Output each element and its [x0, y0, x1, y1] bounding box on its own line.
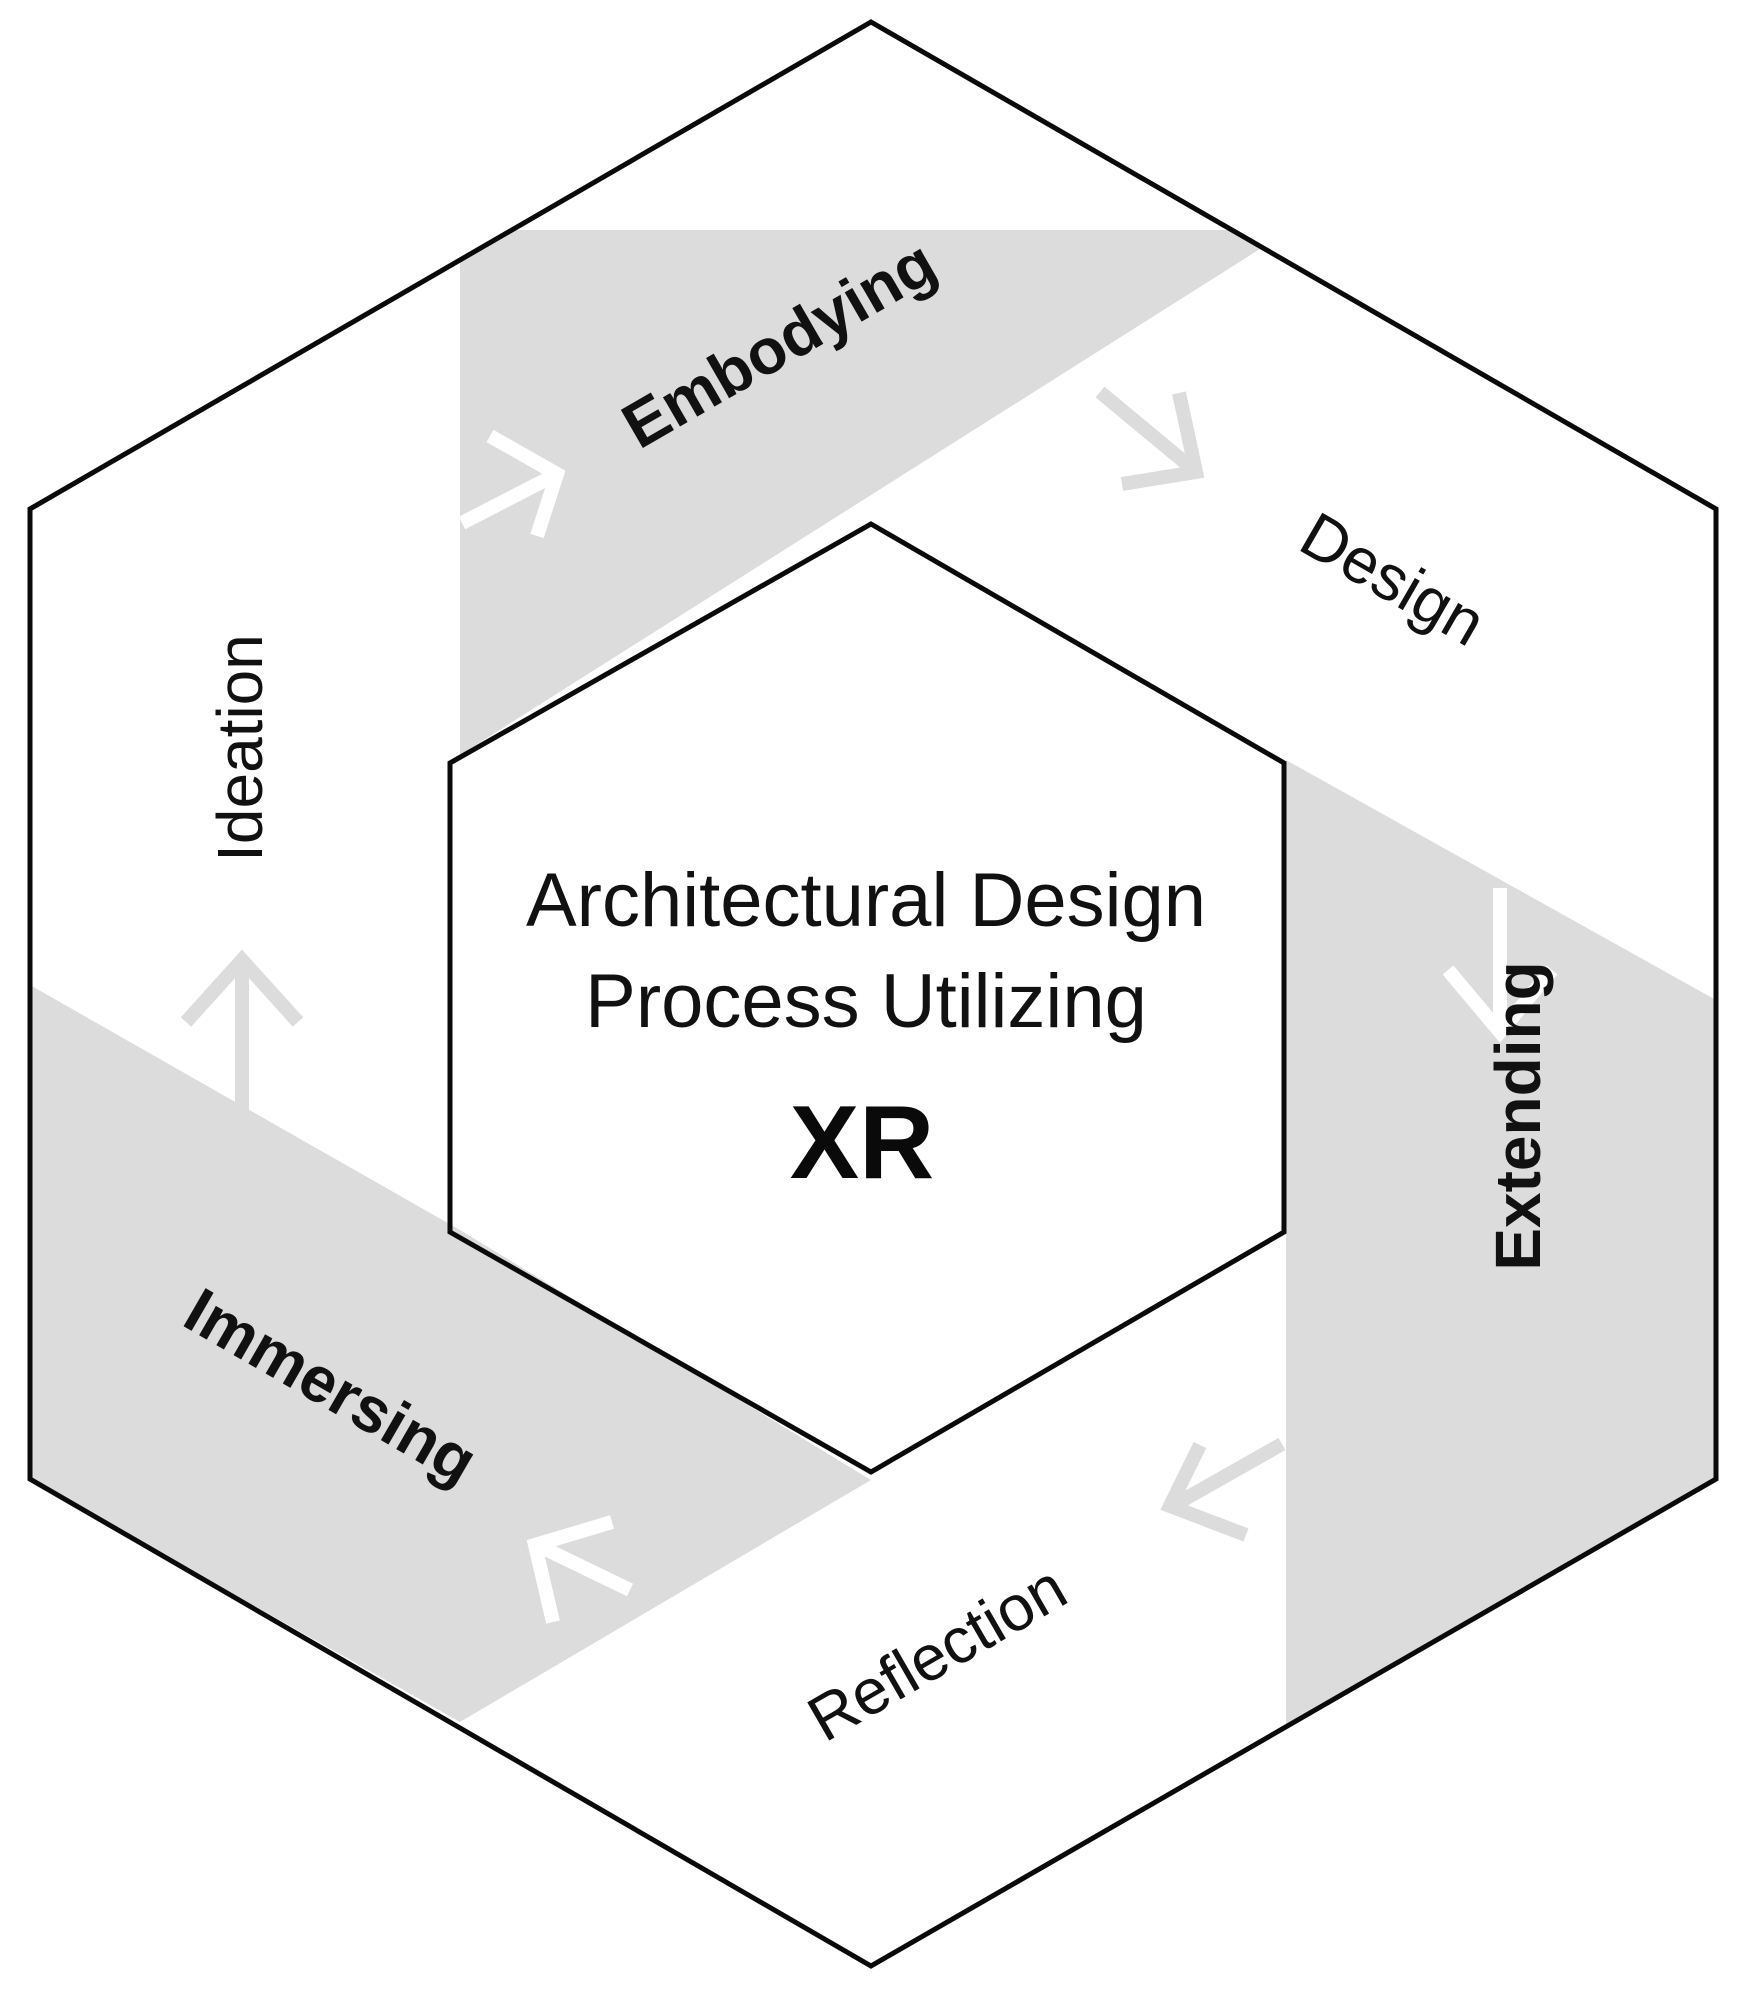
arrow-design-to-extending	[1442, 888, 1558, 1043]
arrow-ideation-to-embodying	[458, 429, 566, 539]
center-title-line1: Architectural Design	[526, 858, 1206, 943]
extending-band	[1286, 760, 1716, 1740]
inner-hexagon	[447, 521, 1287, 1475]
label-ideation: Ideation	[204, 634, 276, 862]
outer-hexagon	[27, 19, 1719, 1969]
arrow-reflection-to-immersing	[526, 1515, 634, 1624]
center-title-xr: XR	[790, 1085, 934, 1201]
arrow-immersing-to-ideation	[180, 949, 304, 1118]
center-title-line2: Process Utilizing	[585, 959, 1147, 1044]
embodying-band	[460, 230, 1290, 755]
immersing-band	[30, 985, 871, 1722]
label-extending: Extending	[1482, 961, 1554, 1270]
arrow-embodying-to-design	[1095, 386, 1205, 491]
arrow-extending-to-reflection	[1160, 1437, 1286, 1542]
